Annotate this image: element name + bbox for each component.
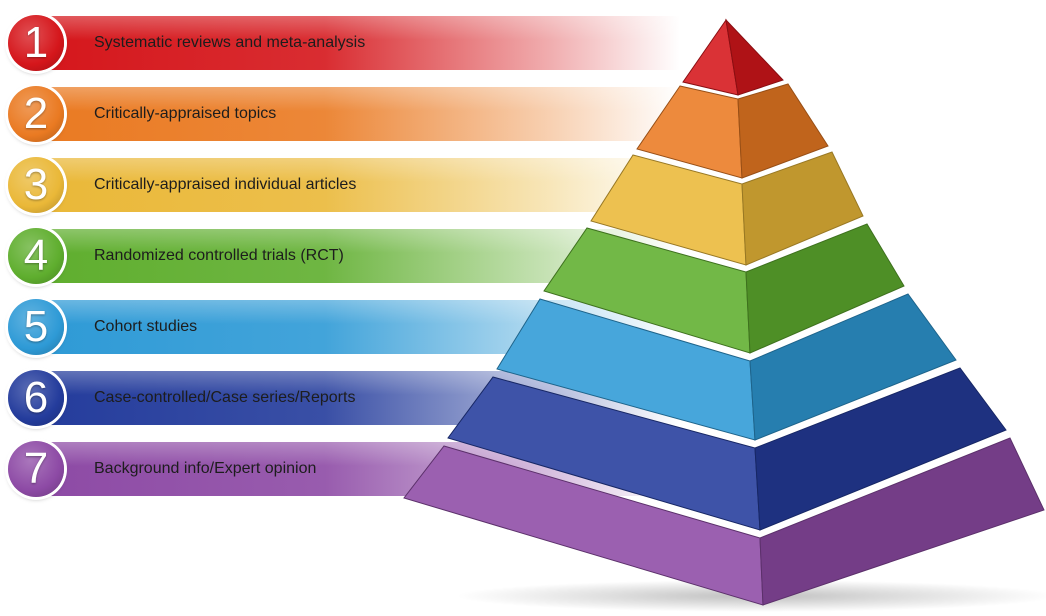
level-4-label: Randomized controlled trials (RCT) — [94, 247, 344, 264]
level-1-band — [34, 16, 680, 70]
level-7-label: Background info/Expert opinion — [94, 460, 317, 477]
pyramid-tier-3-side-face — [741, 151, 864, 266]
level-2-label: Critically-appraised topics — [94, 105, 277, 122]
pyramid-tier-7-side-face — [759, 437, 1045, 606]
pyramid-tier-4-side-face — [745, 223, 905, 354]
level-3-band — [34, 158, 680, 212]
level-2: 2 Critically-appraised topics — [0, 83, 680, 145]
level-1-number-badge: 1 — [8, 15, 64, 71]
level-5-number-badge: 5 — [8, 299, 64, 355]
pyramid-tier-1-side-face — [725, 18, 784, 96]
level-2-band — [34, 87, 680, 141]
pyramid-tier-6-side-face — [754, 367, 1007, 531]
level-4-number-badge: 4 — [8, 228, 64, 284]
level-5-label: Cohort studies — [94, 318, 198, 335]
pyramid-tiers — [403, 18, 1045, 606]
level-3-number-badge: 3 — [8, 157, 64, 213]
level-1: 1 Systematic reviews and meta-analysis — [0, 12, 680, 74]
level-7-number-badge: 7 — [8, 441, 64, 497]
level-6-label: Case-controlled/Case series/Reports — [94, 389, 356, 406]
pyramid-tier-2-side-face — [737, 83, 829, 179]
level-6-number-badge: 6 — [8, 370, 64, 426]
level-2-number-badge: 2 — [8, 86, 64, 142]
level-3: 3 Critically-appraised individual articl… — [0, 154, 680, 216]
level-1-label: Systematic reviews and meta-analysis — [94, 34, 366, 51]
level-3-label: Critically-appraised individual articles — [94, 176, 357, 193]
pyramid-tier-5-side-face — [749, 293, 957, 441]
